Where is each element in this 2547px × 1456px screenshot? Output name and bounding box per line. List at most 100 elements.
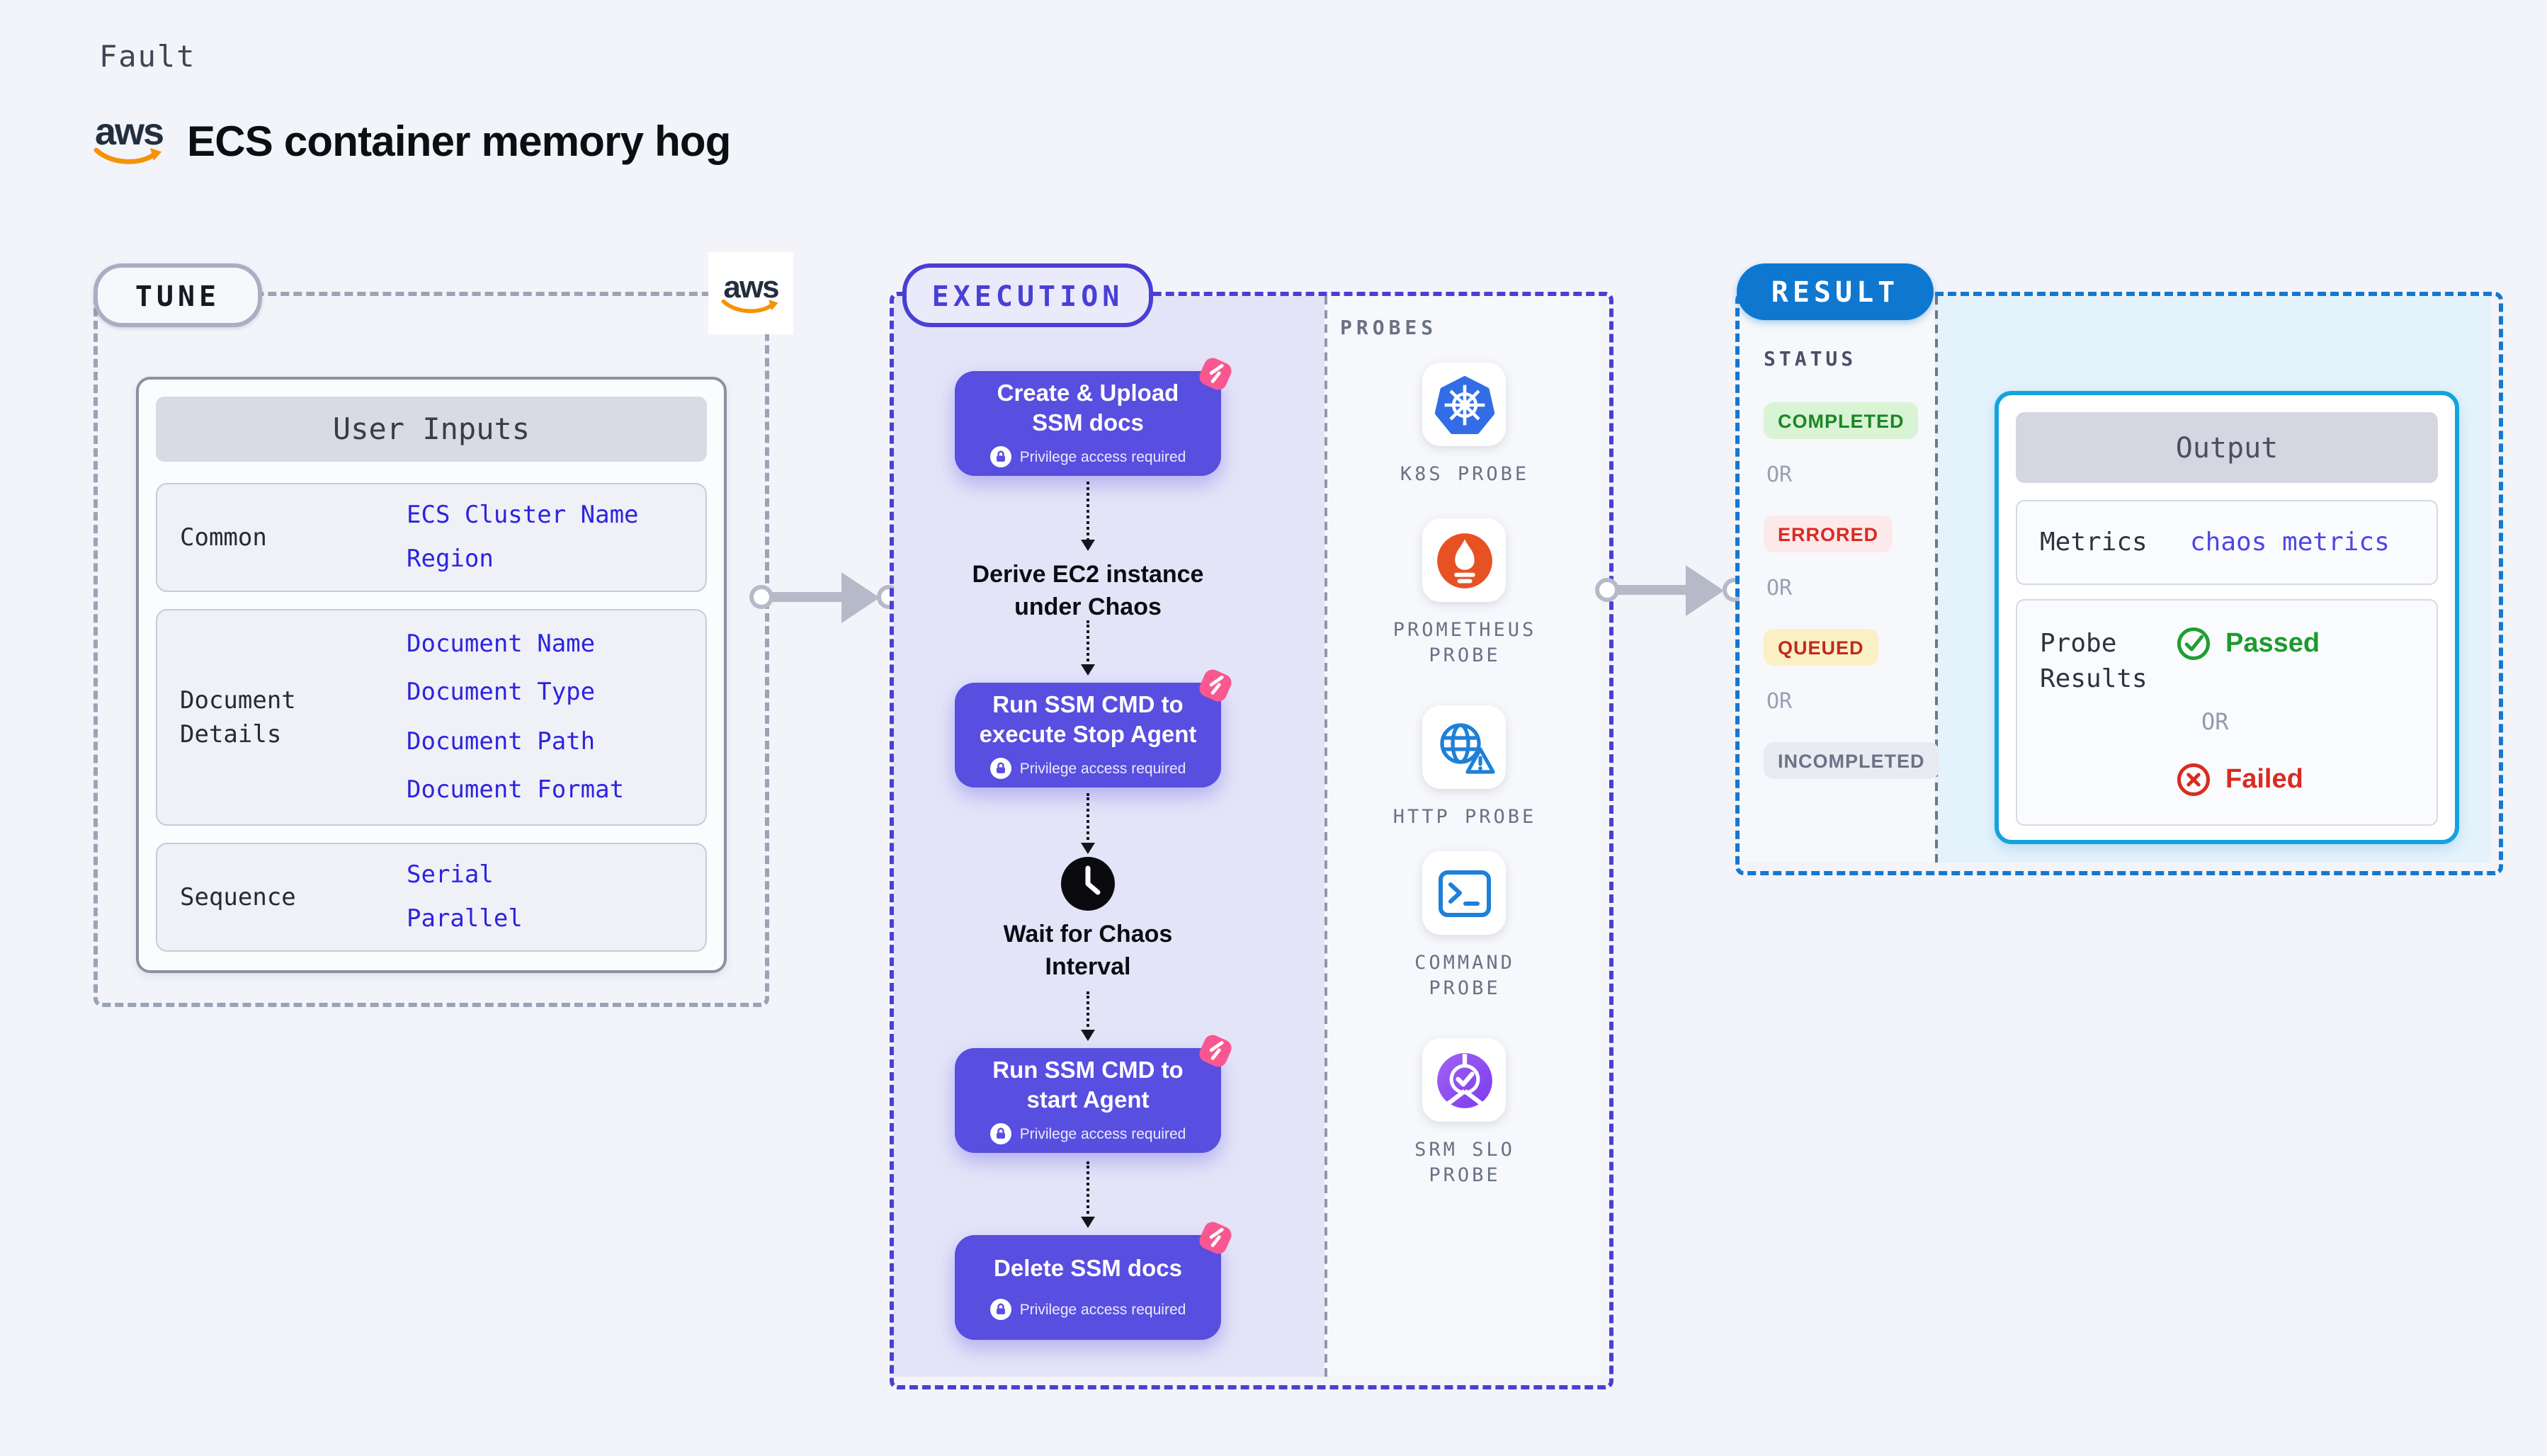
privilege-label: Privilege access required [1019,1125,1186,1142]
user-inputs-row-document-details: Document Details Document Name Document … [156,609,707,826]
row-label: Document Details [180,686,296,749]
flow-arrow [1081,991,1095,1041]
connector-start-ring [1595,578,1619,602]
row-links: Serial Parallel [407,844,523,950]
k8s-probe-icon [1422,363,1506,446]
privilege-row: Privilege access required [989,1123,1186,1144]
lock-icon [989,758,1011,779]
execution-badge: EXECUTION [902,263,1153,327]
status-separator [1935,296,1938,863]
user-inputs-title: User Inputs [156,397,707,462]
note-wait-chaos-interval: Wait for Chaos Interval [1003,921,1173,980]
user-inputs-row-common: Common ECS Cluster Name Region [156,483,707,592]
check-circle-icon [2177,627,2211,661]
note-derive-ec2: Derive EC2 instance under Chaos [972,561,1204,620]
input-link-parallel[interactable]: Parallel [407,905,523,934]
tune-aws-logo-patch: aws [708,252,793,334]
execution-section-box [890,292,1613,1389]
privilege-label: Privilege access required [1019,448,1186,465]
srm-slo-probe-icon [1422,1038,1506,1122]
x-circle-icon [2177,763,2211,797]
probe-label: K8S PROBE [1400,463,1530,486]
litmus-chaos-icon [1199,358,1232,390]
tune-badge: TUNE [93,263,262,327]
row-label: Common [180,523,267,552]
output-probe-results-row: Probe Results Passed OR Failed [2016,599,2438,826]
or-label: OR [2201,708,2229,735]
probe-result-passed: Passed [2176,626,2320,661]
input-link-document-type[interactable]: Document Type [407,678,596,707]
probe-label: HTTP PROBE [1392,806,1537,829]
step-title: Delete SSM docs [994,1256,1182,1282]
input-link-serial[interactable]: Serial [407,860,494,889]
lock-icon [989,1123,1011,1144]
row-links: Document Name Document Type Document Pat… [407,610,624,824]
http-probe-icon [1422,705,1506,789]
privilege-row: Privilege access required [989,758,1186,779]
connector-line [765,592,853,602]
probes-label: PROBES [1340,317,1438,340]
page-title: ECS container memory hog [187,119,731,166]
probes-separator [1324,296,1327,1377]
fault-kicker: Fault [99,40,196,74]
privilege-label: Privilege access required [1019,1301,1186,1318]
output-metrics-row: Metrics chaos metrics [2016,500,2438,585]
step-delete-ssm-docs: Delete SSM docs Privilege access require… [955,1222,1232,1340]
lock-icon [989,1299,1011,1320]
privilege-label: Privilege access required [1019,760,1186,777]
or-label: OR [1766,462,1793,487]
aws-smile-icon [721,298,778,313]
input-link-document-path[interactable]: Document Path [407,727,596,756]
or-label: OR [1766,575,1793,601]
flow-arrow [1081,1161,1095,1228]
status-badge-queued: QUEUED [1764,629,1878,666]
command-probe-icon [1422,851,1506,935]
clock-icon [1060,855,1116,919]
row-label: Sequence [180,883,296,911]
probe-label: SRM SLO PROBE [1414,1139,1515,1187]
connector-start-ring [749,585,773,609]
input-link-document-name[interactable]: Document Name [407,630,596,659]
flow-arrow [1081,620,1095,676]
aws-logo: aws [721,271,781,315]
tune-section-box [93,292,769,1007]
status-badge-incompleted: INCOMPLETED [1764,742,1939,779]
aws-smile-icon [93,147,161,164]
probe-label: PROMETHEUS PROBE [1392,619,1537,667]
or-label: OR [1766,688,1793,714]
flow-arrow [1081,793,1095,854]
lock-icon [989,446,1011,467]
connector-line [1612,585,1697,595]
user-inputs-card: User Inputs Common ECS Cluster Name Regi… [136,377,727,973]
input-link-ecs-cluster-name[interactable]: ECS Cluster Name [407,501,639,530]
result-section-box [1735,292,2503,875]
connector-arrowhead [841,572,880,623]
aws-logo: aws [93,113,164,167]
prometheus-probe-icon [1422,518,1506,602]
output-card: Output Metrics chaos metrics Probe Resul… [1995,391,2459,844]
litmus-chaos-icon [1199,1222,1232,1254]
probes-pane [1324,296,1601,1377]
privilege-row: Privilege access required [989,1299,1186,1320]
aws-logo-text: aws [94,110,164,153]
input-link-document-format[interactable]: Document Format [407,775,625,804]
status-badge-errored: ERRORED [1764,516,1893,552]
input-link-region[interactable]: Region [407,545,494,574]
litmus-chaos-icon [1199,669,1232,702]
probe-label: COMMAND PROBE [1414,952,1515,1000]
user-inputs-row-sequence: Sequence Serial Parallel [156,843,707,952]
aws-logo-text: aws [723,268,779,304]
result-badge: RESULT [1737,263,1934,320]
privilege-row: Privilege access required [989,446,1186,467]
metrics-label: Metrics [2040,528,2148,557]
litmus-chaos-icon [1199,1035,1232,1067]
chaos-metrics-link[interactable]: chaos metrics [2190,528,2390,557]
execution-flow-pane [894,296,1324,1377]
probe-result-failed: Failed [2176,762,2303,797]
probe-results-label: Probe Results [2040,629,2148,694]
